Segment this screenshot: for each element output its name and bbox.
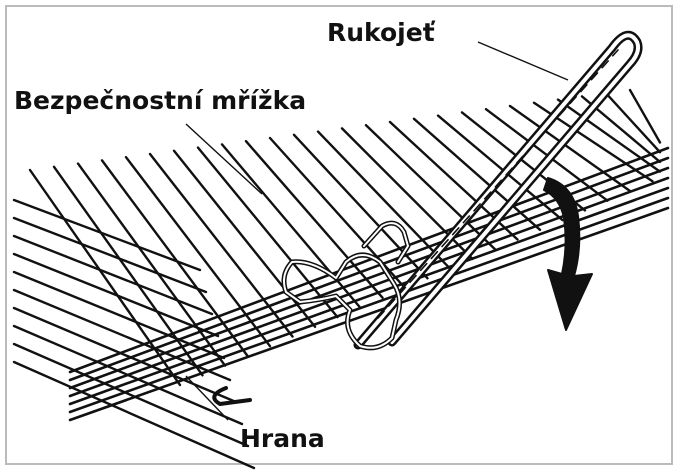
grate-bar: [126, 157, 270, 346]
grate-bar: [222, 144, 360, 307]
grate-bar: [246, 141, 383, 298]
grate-label: Bezpečnostní mřížka: [14, 88, 306, 113]
grate-bar: [198, 148, 338, 318]
edge-label: Hrana: [240, 426, 325, 451]
edge-leader: [186, 376, 228, 420]
grate-bar: [14, 218, 206, 292]
grate-bar: [14, 272, 224, 358]
grate-bar: [14, 200, 200, 270]
handle-label: Rukojeť: [327, 20, 435, 45]
grate-bar: [78, 164, 225, 366]
grate-bar: [150, 154, 293, 337]
handle-leader: [478, 42, 568, 80]
grate-leader: [186, 124, 262, 194]
grate-bar: [54, 167, 203, 375]
grate-bar: [102, 160, 248, 356]
